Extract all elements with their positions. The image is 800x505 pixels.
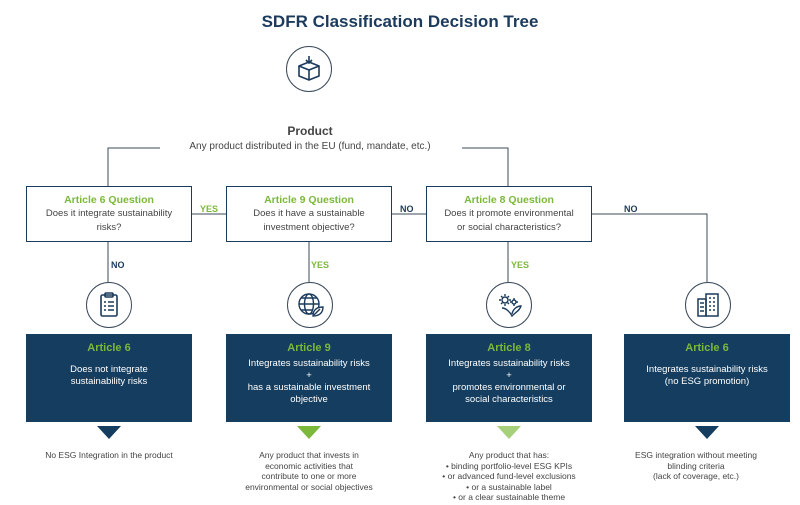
- description-line: blinding criteria: [667, 460, 725, 471]
- result-title: Article 6: [685, 342, 729, 354]
- description-article-6-esg: ESG integration without meeting blinding…: [596, 450, 796, 482]
- result-text-line: (no ESG promotion): [664, 376, 750, 387]
- down-arrow-article-8: [497, 426, 521, 439]
- globe-leaf-icon: [287, 282, 333, 328]
- question-title: Article 9 Question: [264, 194, 354, 206]
- article-6-question-box: Article 6 Question Does it integrate sus…: [26, 186, 192, 242]
- connector-product-to-a8q: [462, 147, 509, 186]
- edge-label-yes: YES: [511, 260, 530, 270]
- description-line: environmental or social objectives: [245, 481, 373, 492]
- product-subtitle: Any product distributed in the EU (fund,…: [189, 141, 431, 152]
- article-9-question-box: Article 9 Question Does it have a sustai…: [226, 186, 392, 242]
- description-line: economic activities that: [265, 460, 353, 471]
- result-article-8-box: Article 8 Integrates sustainability risk…: [426, 334, 592, 422]
- result-title: Article 8: [487, 342, 531, 354]
- result-article-9-box: Article 9 Integrates sustainability risk…: [226, 334, 392, 422]
- description-article-8: Any product that has: • binding portfoli…: [409, 450, 609, 503]
- page-title: SDFR Classification Decision Tree: [261, 12, 539, 31]
- question-text-line: Does it have a sustainable: [253, 208, 365, 219]
- result-text-line: +: [306, 370, 312, 381]
- question-title: Article 8 Question: [464, 194, 554, 206]
- description-line: • binding portfolio-level ESG KPIs: [445, 460, 573, 471]
- result-text-line: social characteristics: [465, 394, 553, 405]
- description-line: • or advanced fund-level exclusions: [442, 471, 576, 481]
- result-text-line: sustainability risks: [70, 376, 148, 387]
- connector-a8q-no: [592, 213, 708, 282]
- question-text-line: Does it promote environmental: [444, 208, 574, 219]
- edge-label-yes: YES: [200, 204, 219, 214]
- clipboard-icon: [86, 282, 132, 328]
- result-text-line: promotes environmental or: [452, 382, 566, 393]
- description-line: Any product that has:: [468, 450, 550, 460]
- edge-label-yes: YES: [311, 260, 330, 270]
- result-text-line: Integrates sustainability risks: [646, 364, 768, 375]
- description-line: contribute to one or more: [261, 471, 357, 481]
- description-line: Any product that invests in: [259, 450, 359, 460]
- down-arrow-article-6-esg: [695, 426, 719, 439]
- result-article-6-box: Article 6 Does not integrate sustainabil…: [26, 334, 192, 422]
- question-title: Article 6 Question: [64, 194, 154, 206]
- result-text-line: Integrates sustainability risks: [448, 358, 570, 369]
- result-title: Article 6: [87, 342, 131, 354]
- question-text-line: or social characteristics?: [456, 222, 561, 233]
- description-line: (lack of coverage, etc.): [653, 471, 739, 481]
- article-8-question-box: Article 8 Question Does it promote envir…: [426, 186, 592, 242]
- description-article-6: No ESG Integration in the product: [9, 450, 209, 461]
- description-line: ESG integration without meeting: [635, 450, 757, 460]
- description-article-9: Any product that invests in economic act…: [209, 450, 409, 492]
- buildings-icon: [685, 282, 731, 328]
- result-text-line: has a sustainable investment: [247, 382, 371, 393]
- down-arrow-article-9: [297, 426, 321, 439]
- connector-product-to-a6q: [107, 147, 160, 186]
- result-text-line: objective: [290, 394, 328, 405]
- result-text-line: Does not integrate: [70, 364, 148, 375]
- edge-label-no: NO: [111, 260, 125, 270]
- box-download-icon: [286, 46, 332, 92]
- result-title: Article 9: [287, 342, 331, 354]
- edge-label-no: NO: [400, 204, 414, 214]
- question-text-line: investment objective?: [263, 222, 355, 233]
- description-line: No ESG Integration in the product: [45, 450, 173, 460]
- result-article-6-esg-box: Article 6 Integrates sustainability risk…: [624, 334, 790, 422]
- question-text-line: Does it integrate sustainability: [45, 208, 173, 219]
- description-line: • or a sustainable label: [466, 481, 552, 492]
- edge-label-no: NO: [624, 204, 638, 214]
- result-text-line: Integrates sustainability risks: [248, 358, 370, 369]
- gear-leaf-icon: [486, 282, 532, 328]
- description-line: • or a clear sustainable theme: [452, 492, 566, 502]
- question-text-line: risks?: [96, 222, 122, 233]
- product-title: Product: [287, 124, 333, 138]
- result-text-line: +: [506, 370, 512, 381]
- down-arrow-article-6: [97, 426, 121, 439]
